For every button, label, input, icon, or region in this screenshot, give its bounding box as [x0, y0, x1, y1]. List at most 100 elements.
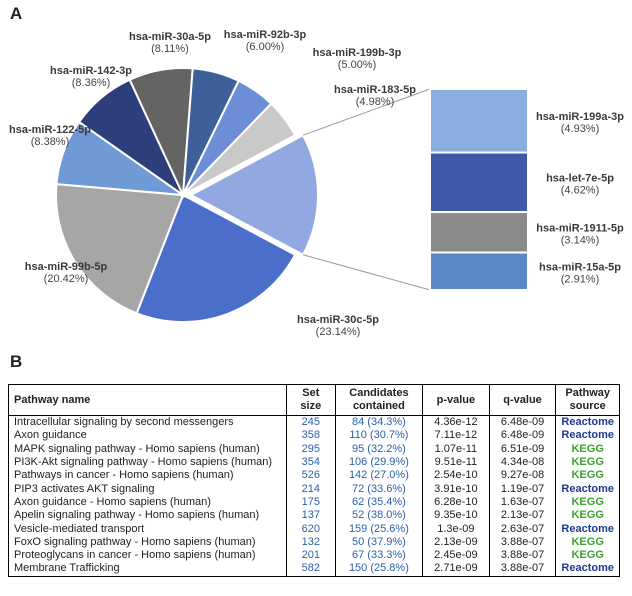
pathway-name-cell: Pathways in cancer - Homo sapiens (human… — [8, 469, 287, 483]
qvalue-cell: 1.19e-07 — [488, 482, 557, 496]
candidates-cell: 50 (37.9%) — [334, 535, 424, 549]
table-row: FoxO signaling pathway - Homo sapiens (h… — [8, 535, 620, 549]
pvalue-cell: 1.07e-11 — [422, 442, 490, 456]
pie-slice-value-label: (8.11%) — [151, 43, 189, 55]
source-cell: KEGG — [555, 548, 620, 563]
set-size-cell: 354 — [285, 455, 336, 470]
pie-slice-value-label: (5.00%) — [338, 59, 377, 71]
pie-chart: hsa-miR-30c-5p(23.14%) hsa-miR-99b-5p(20.… — [9, 29, 624, 338]
breakdown-value-label: (3.14%) — [561, 234, 600, 246]
pie-slice-name-label: hsa-miR-92b-3p — [224, 29, 307, 41]
table-row: Proteoglycans in cancer - Homo sapiens (… — [8, 548, 620, 563]
source-cell: Reactome — [555, 415, 620, 430]
qvalue-cell: 6.48e-09 — [488, 415, 557, 430]
pvalue-cell: 2.71e-09 — [422, 562, 490, 577]
table-row: Pathways in cancer - Homo sapiens (human… — [8, 469, 620, 483]
set-size-cell: 295 — [285, 442, 336, 456]
pathway-name-cell: Intracellular signaling by second messen… — [8, 415, 287, 430]
source-cell: KEGG — [555, 495, 620, 510]
candidates-cell: 95 (32.2%) — [334, 442, 424, 456]
table-row: PI3K-Akt signaling pathway - Homo sapien… — [8, 455, 620, 470]
qvalue-cell: 2.63e-07 — [488, 522, 557, 536]
header-set-size: Set size — [285, 384, 336, 416]
pvalue-cell: 3.91e-10 — [422, 482, 490, 496]
set-size-cell: 132 — [285, 535, 336, 549]
set-size-cell: 245 — [285, 415, 336, 430]
pie-slice-name-label: hsa-miR-142-3p — [50, 65, 132, 77]
qvalue-cell: 1.63e-07 — [488, 495, 557, 510]
pie-slice-name-label: hsa-miR-30a-5p — [129, 31, 211, 43]
pie-slice-value-label: (23.14%) — [316, 326, 361, 338]
set-size-cell: 214 — [285, 482, 336, 496]
qvalue-cell: 3.88e-07 — [488, 562, 557, 577]
candidates-cell: 106 (29.9%) — [334, 455, 424, 470]
qvalue-cell: 3.88e-07 — [488, 535, 557, 549]
qvalue-cell: 3.88e-07 — [488, 548, 557, 563]
connector-line-top — [302, 88, 431, 136]
breakdown-value-label: (2.91%) — [561, 273, 600, 285]
source-cell: KEGG — [555, 535, 620, 549]
panel-b-letter: B — [10, 352, 23, 371]
source-cell: KEGG — [555, 442, 620, 456]
panel-a-letter: A — [10, 4, 23, 23]
header-source-line2: source — [569, 400, 606, 412]
qvalue-cell: 6.51e-09 — [488, 442, 557, 456]
pvalue-cell: 9.35e-10 — [422, 509, 490, 523]
source-cell: Reactome — [555, 482, 620, 496]
pie-slice-value-label: (6.00%) — [246, 41, 285, 53]
breakdown-name-label: hsa-let-7e-5p — [546, 172, 614, 184]
candidates-cell: 52 (38.0%) — [334, 509, 424, 523]
pathway-name-cell: Axon guidance — [8, 429, 287, 443]
pie-slice-value-label: (4.98%) — [356, 96, 395, 108]
set-size-cell: 201 — [285, 548, 336, 563]
table-row: Apelin signaling pathway - Homo sapiens … — [8, 509, 620, 523]
pathway-name-cell: Vesicle-mediated transport — [8, 522, 287, 536]
pie-slice-name-label: hsa-miR-122-5p — [9, 124, 91, 136]
pie-slice-name-label: hsa-miR-99b-5p — [25, 261, 108, 273]
pvalue-cell: 4.36e-12 — [422, 415, 490, 430]
pathway-name-cell: MAPK signaling pathway - Homo sapiens (h… — [8, 442, 287, 456]
pathway-name-cell: Membrane Trafficking — [8, 562, 287, 577]
source-cell: Reactome — [555, 522, 620, 536]
pvalue-cell: 2.54e-10 — [422, 469, 490, 483]
candidates-cell: 67 (33.3%) — [334, 548, 424, 563]
pvalue-cell: 9.51e-11 — [422, 455, 490, 470]
breakdown-value-label: (4.93%) — [561, 123, 600, 135]
pathway-name-cell: Axon guidance - Homo sapiens (human) — [8, 495, 287, 510]
pie-slice-value-label: (20.42%) — [44, 273, 89, 285]
pvalue-cell: 1.3e-09 — [422, 522, 490, 536]
pvalue-cell: 6.28e-10 — [422, 495, 490, 510]
pie-slice-value-label: (8.36%) — [72, 77, 111, 89]
candidates-cell: 62 (35.4%) — [334, 495, 424, 510]
qvalue-cell: 9.27e-08 — [488, 469, 557, 483]
breakdown-bar-segment — [429, 88, 529, 154]
pie-slice-other — [188, 133, 319, 257]
breakdown-name-label: hsa-miR-1911-5p — [536, 222, 624, 234]
breakdown-name-label: hsa-miR-15a-5p — [539, 261, 621, 273]
candidates-cell: 159 (25.6%) — [334, 522, 424, 536]
set-size-cell: 137 — [285, 509, 336, 523]
table-row: Intracellular signaling by second messen… — [8, 415, 620, 430]
set-size-cell: 358 — [285, 429, 336, 443]
pie-slice-name-label: hsa-miR-183-5p — [334, 84, 416, 96]
source-cell: Reactome — [555, 562, 620, 577]
header-qvalue: q-value — [488, 384, 557, 416]
pie-slice-hsa-mir-183-5p — [182, 102, 297, 196]
pie-slice-name-label: hsa-miR-30c-5p — [297, 314, 379, 326]
pie-slice-hsa-mir-99b-5p — [55, 183, 185, 315]
breakdown-bar-segment — [429, 251, 529, 291]
source-cell: KEGG — [555, 455, 620, 470]
header-candidates-line2: contained — [352, 400, 405, 412]
set-size-cell: 582 — [285, 562, 336, 577]
set-size-cell: 526 — [285, 469, 336, 483]
pvalue-cell: 2.13e-09 — [422, 535, 490, 549]
pathway-name-cell: Proteoglycans in cancer - Homo sapiens (… — [8, 548, 287, 563]
pvalue-cell: 7.11e-12 — [422, 429, 490, 443]
header-pathway-name: Pathway name — [8, 384, 287, 416]
